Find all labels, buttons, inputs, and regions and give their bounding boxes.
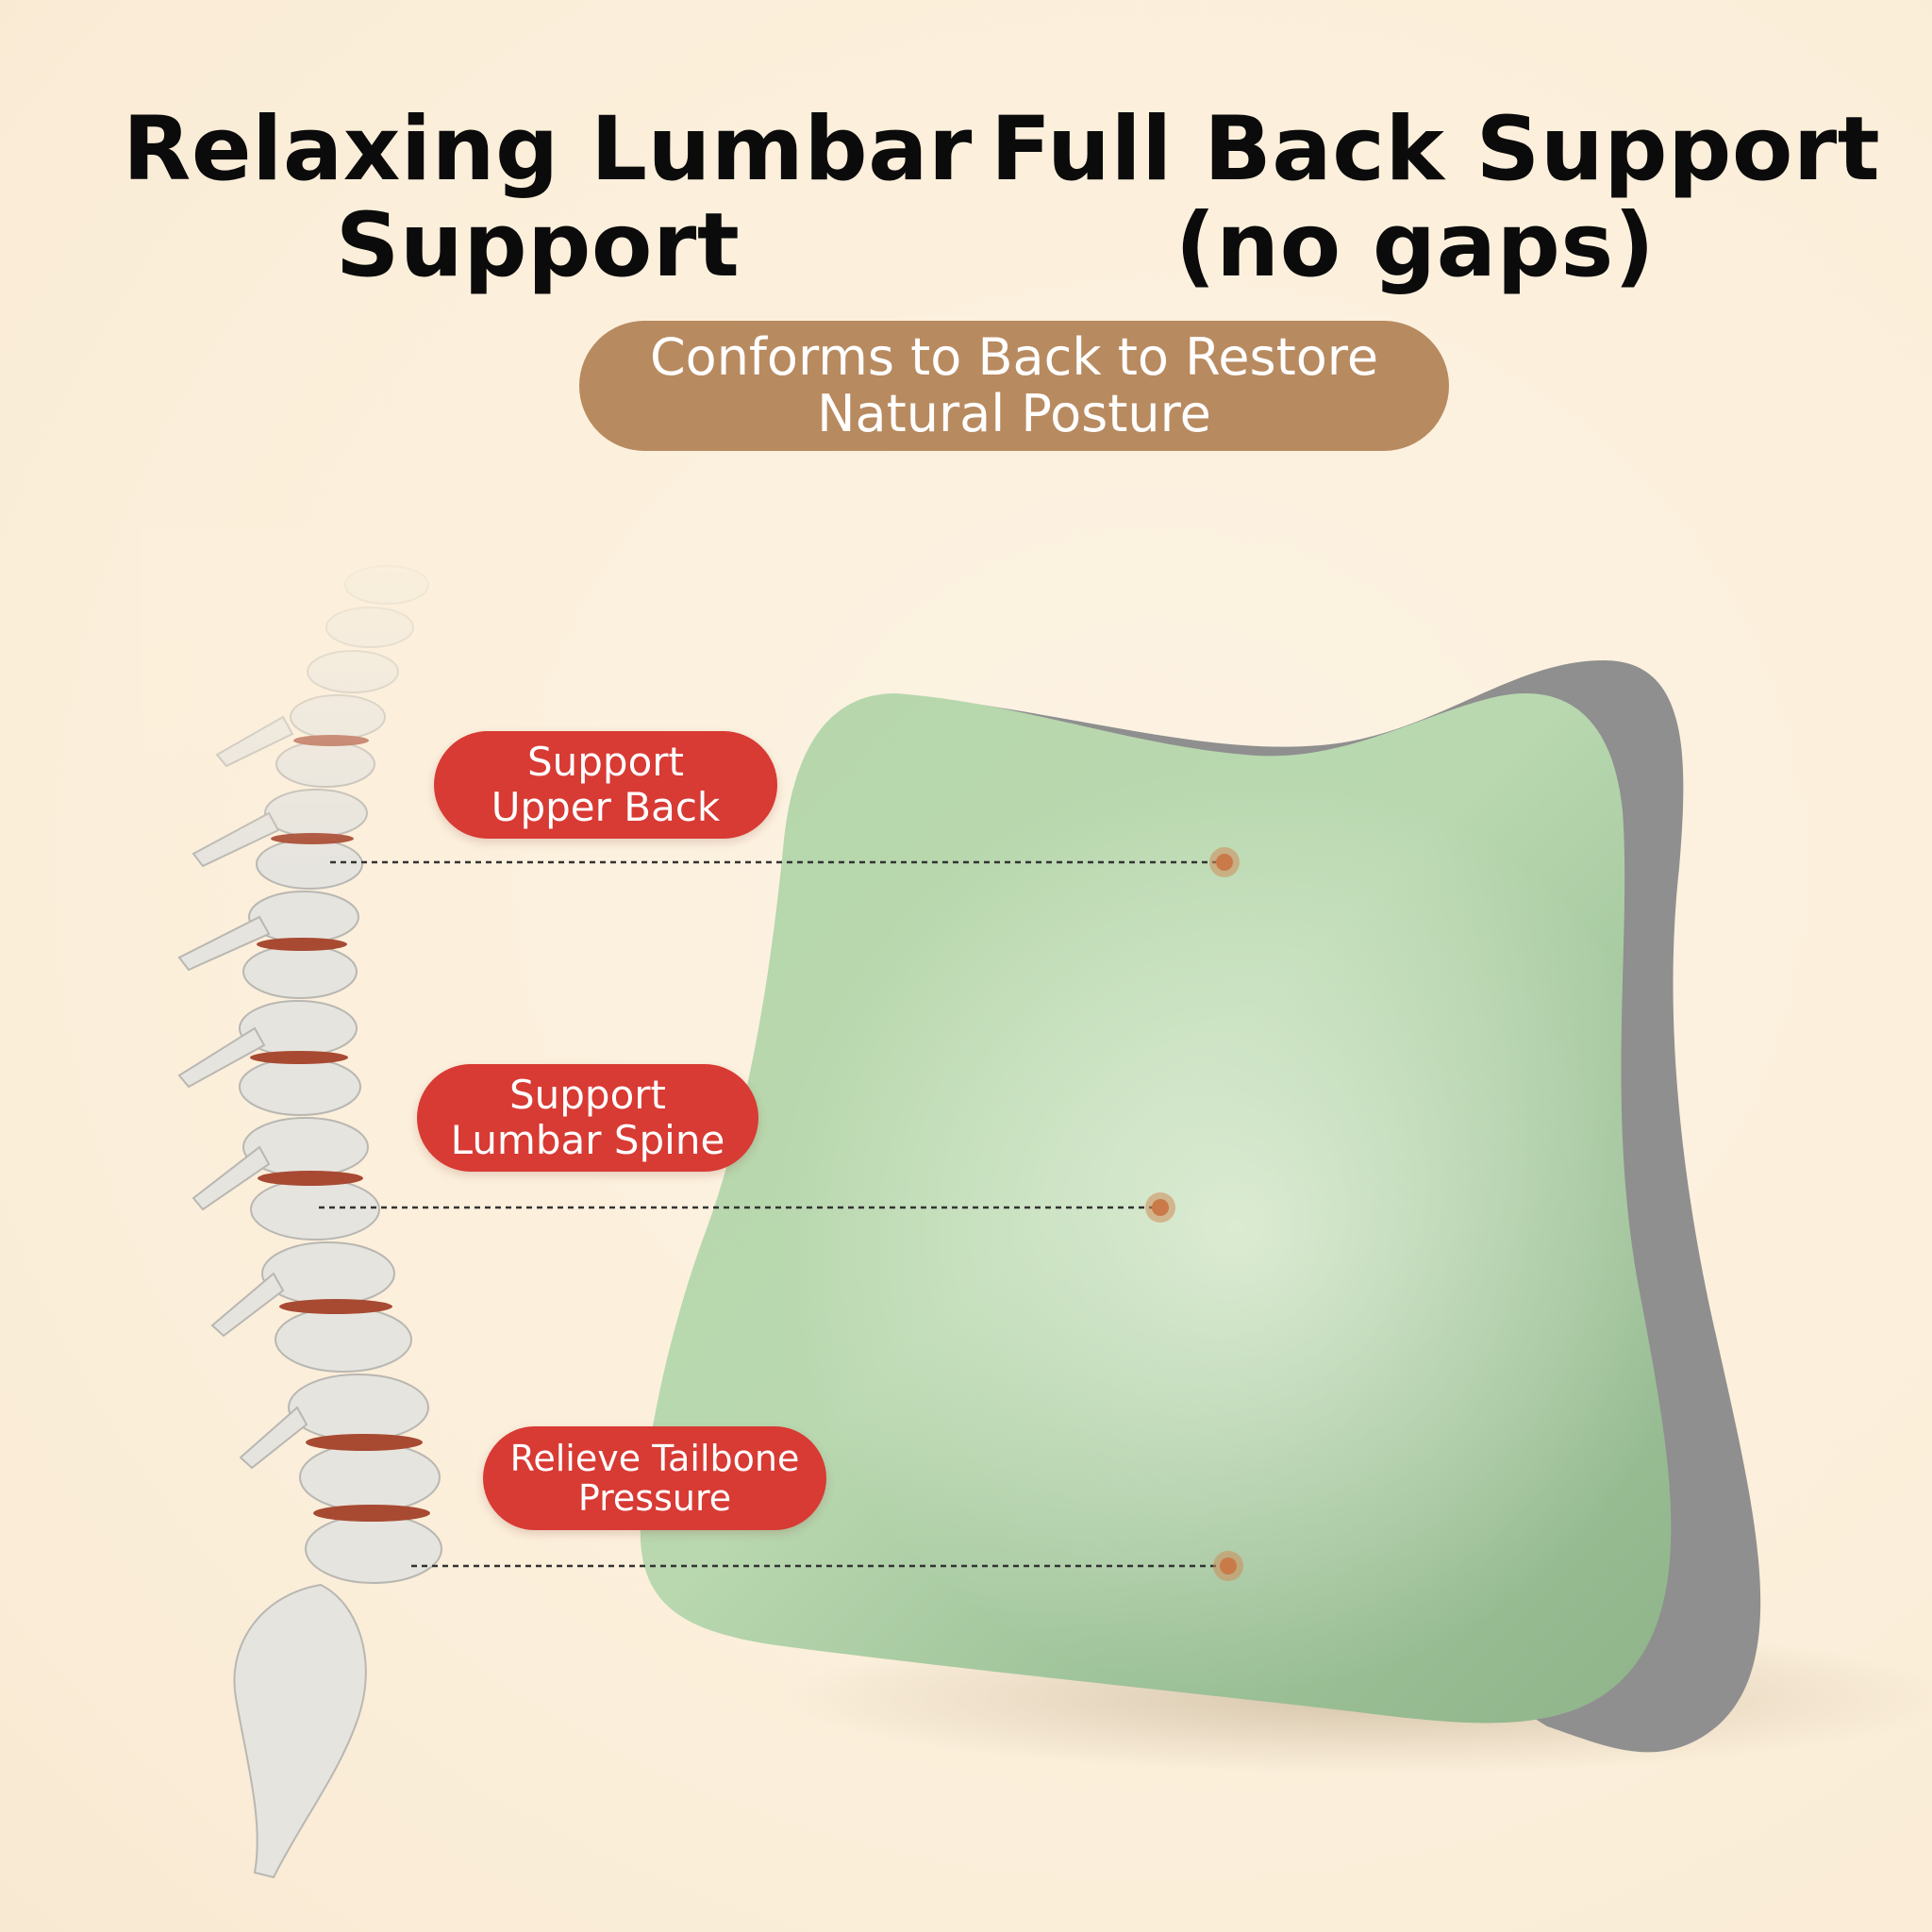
callout-upper-line-1: Support bbox=[526, 739, 685, 785]
target-dot-icon bbox=[1216, 854, 1233, 871]
posture-banner-line-2: Natural Posture bbox=[817, 384, 1211, 443]
callout-lumbar-line-1: Support bbox=[508, 1072, 667, 1118]
callout-upper-line-2: Upper Back bbox=[491, 784, 721, 830]
callout-support-upper-back: Support Upper Back bbox=[434, 731, 777, 839]
callout-tailbone-line-1: Relieve Tailbone bbox=[509, 1438, 800, 1479]
target-dot-icon bbox=[1220, 1557, 1237, 1574]
headline-lumbar-support: Relaxing Lumbar Support bbox=[123, 98, 973, 297]
headline-lumbar-line-1: Relaxing Lumbar bbox=[123, 98, 973, 201]
headline-full-back-line-1: Full Back Support bbox=[991, 98, 1881, 201]
headline-full-back-support: Full Back Support (no gaps) bbox=[991, 98, 1881, 297]
callout-tailbone-line-2: Pressure bbox=[577, 1477, 732, 1519]
callout-relieve-tailbone-pressure: Relieve Tailbone Pressure bbox=[483, 1426, 826, 1530]
posture-banner: Conforms to Back to Restore Natural Post… bbox=[579, 321, 1449, 451]
callout-support-lumbar-spine: Support Lumbar Spine bbox=[417, 1064, 758, 1172]
lumbar-pillow-illustration bbox=[640, 660, 1761, 1753]
posture-banner-line-1: Conforms to Back to Restore bbox=[649, 327, 1379, 387]
headline-full-back-line-2: (no gaps) bbox=[1174, 194, 1656, 297]
spine-illustration bbox=[142, 528, 481, 1896]
headline-lumbar-line-2: Support bbox=[335, 194, 741, 297]
target-dot-icon bbox=[1152, 1199, 1169, 1216]
spine-fade-overlay bbox=[142, 528, 481, 1896]
callout-leaders bbox=[319, 860, 1223, 1568]
callout-lumbar-line-2: Lumbar Spine bbox=[450, 1117, 725, 1163]
target-markers bbox=[1145, 847, 1243, 1581]
